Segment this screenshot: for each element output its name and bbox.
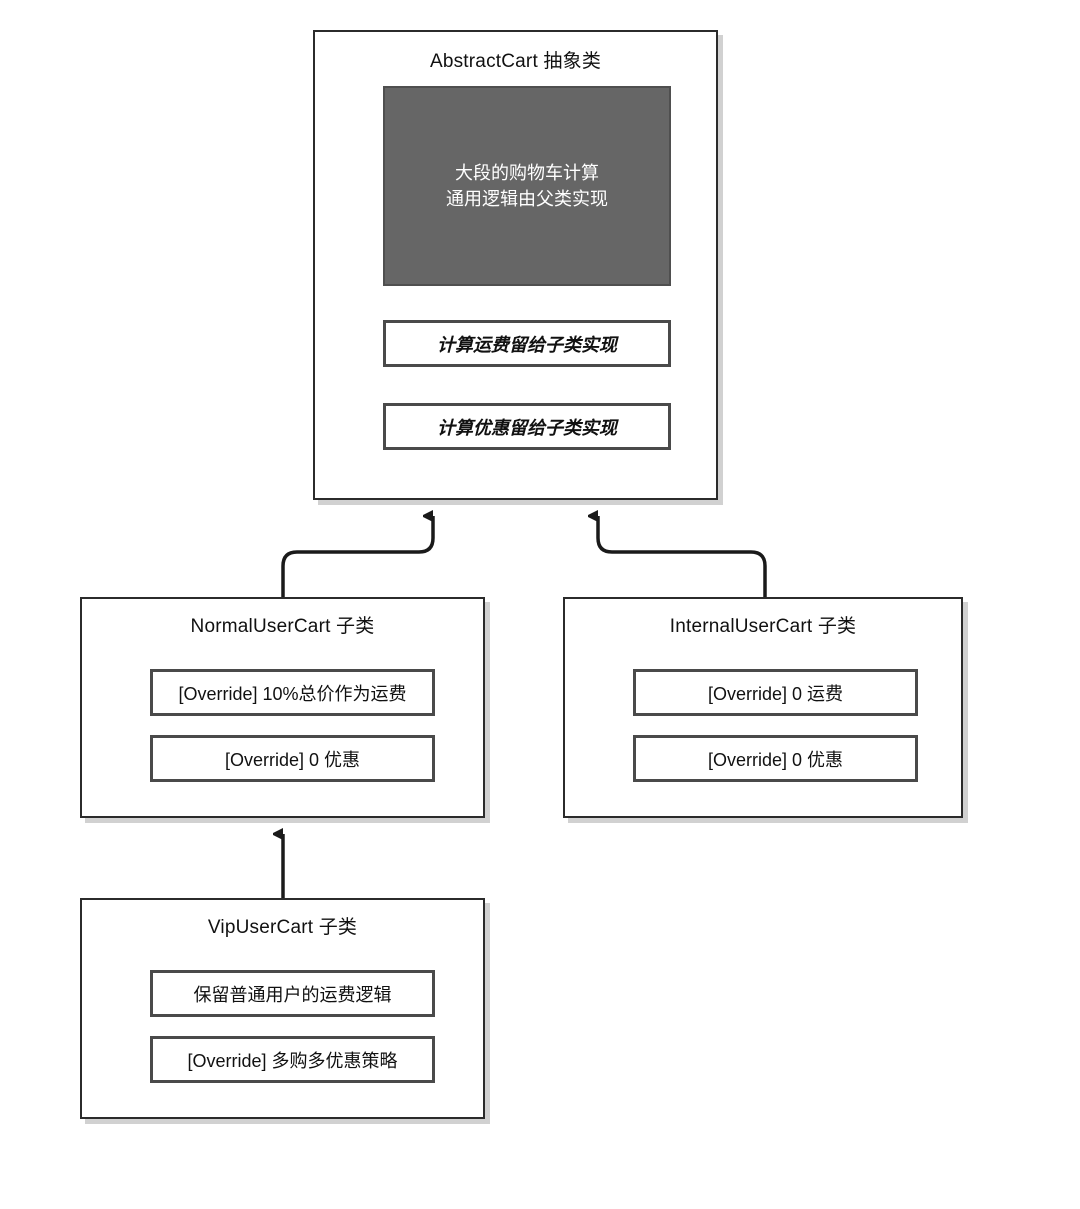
edge-normal-to-abstract [281,516,435,597]
class-title-internal-user-cart: InternalUserCart 子类 [669,616,857,637]
method-internal-discount-override[interactable]: [Override] 0 优惠 [633,735,918,782]
logic-block-common-implementation: 大段的购物车计算 通用逻辑由父类实现 [383,86,671,286]
method-vip-shipping-inherited[interactable]: 保留普通用户的运费逻辑 [150,970,435,1017]
class-box-normal-user-cart[interactable]: NormalUserCart 子类 [Override] 10%总价作为运费 [… [80,597,485,818]
class-title-vip-user-cart: VipUserCart 子类 [207,917,358,938]
edge-internal-to-abstract [598,516,767,597]
logic-block-line-1: 大段的购物车计算 [455,162,599,183]
class-title-abstract-cart: AbstractCart 抽象类 [429,51,602,72]
method-internal-shipping-override[interactable]: [Override] 0 运费 [633,669,918,716]
class-box-internal-user-cart[interactable]: InternalUserCart 子类 [Override] 0 运费 [Ove… [563,597,963,818]
method-normal-discount-override[interactable]: [Override] 0 优惠 [150,735,435,782]
method-abstract-shipping[interactable]: 计算运费留给子类实现 [383,320,671,367]
logic-block-line-2: 通用逻辑由父类实现 [446,189,608,209]
method-normal-shipping-override[interactable]: [Override] 10%总价作为运费 [150,669,435,716]
class-box-abstract-cart[interactable]: AbstractCart 抽象类 大段的购物车计算 通用逻辑由父类实现 计算运费… [313,30,718,500]
class-title-normal-user-cart: NormalUserCart 子类 [190,616,375,637]
method-abstract-discount[interactable]: 计算优惠留给子类实现 [383,403,671,450]
method-vip-discount-override[interactable]: [Override] 多购多优惠策略 [150,1036,435,1083]
class-box-vip-user-cart[interactable]: VipUserCart 子类 保留普通用户的运费逻辑 [Override] 多购… [80,898,485,1119]
